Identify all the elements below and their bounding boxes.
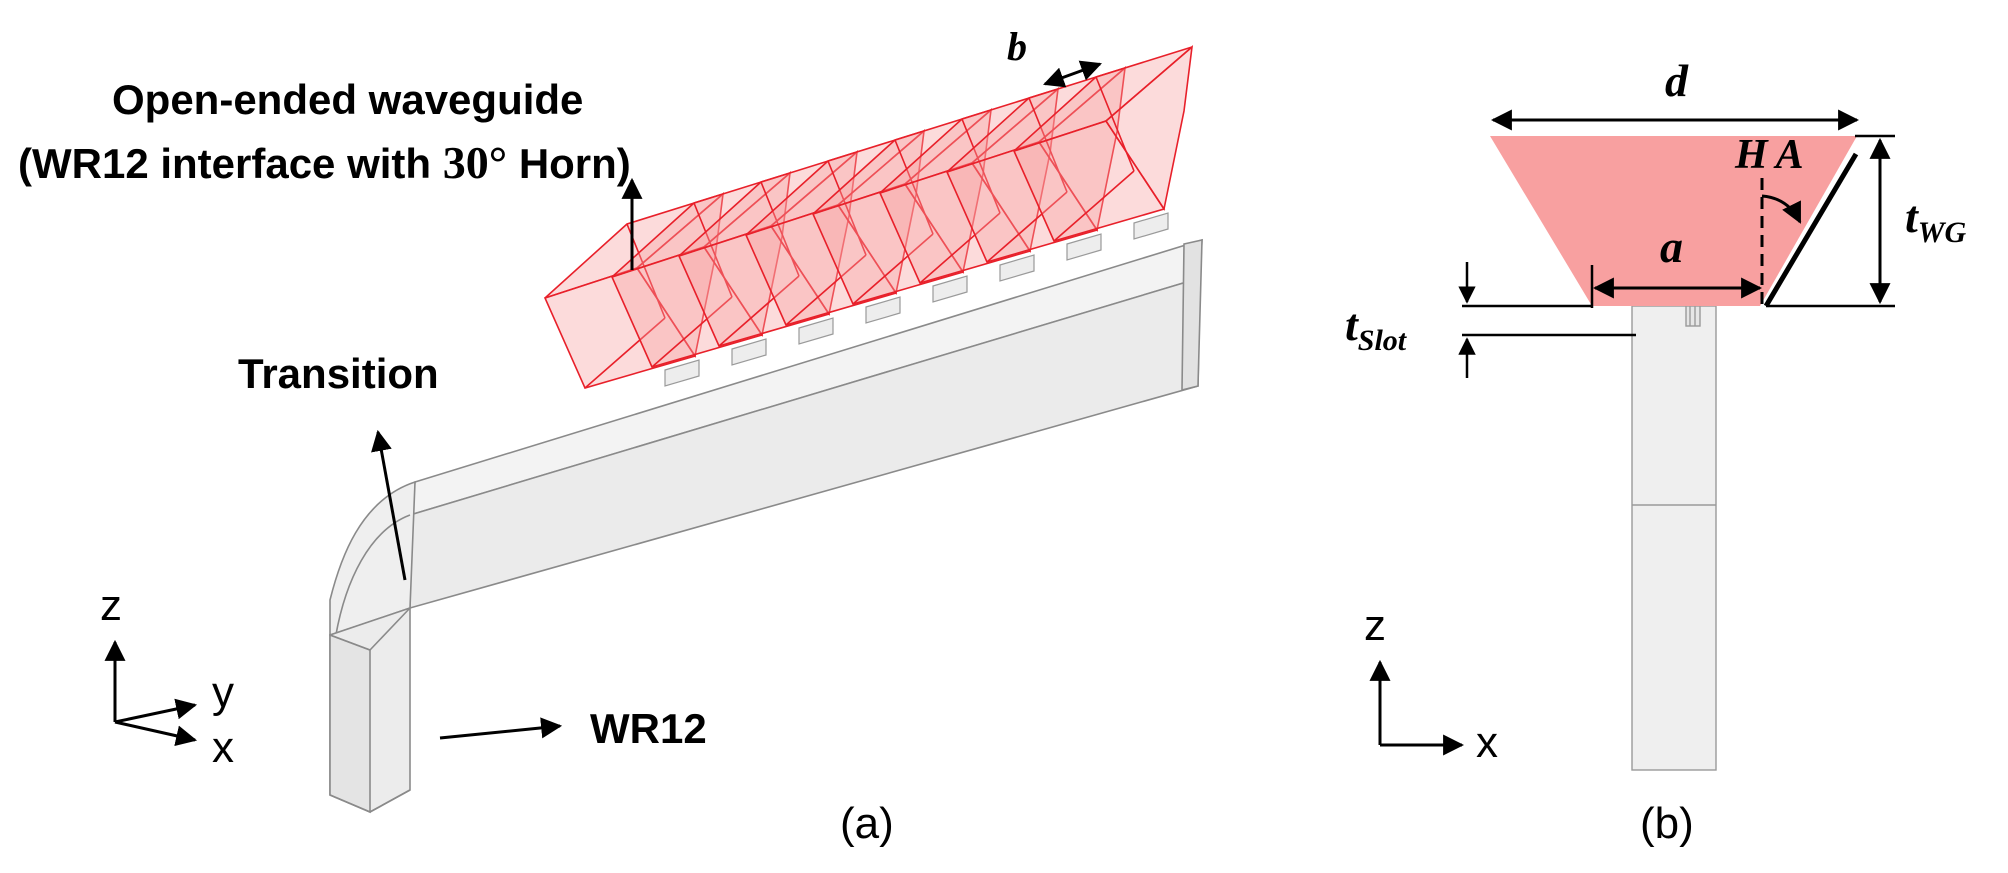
caption-a: (a) (840, 799, 894, 848)
b-label: b (1007, 24, 1027, 69)
twg-t: t (1905, 191, 1919, 242)
horn-angle: 30° (443, 137, 507, 188)
horn-array (543, 45, 1194, 389)
horn-element (1012, 45, 1194, 242)
transition-pointer (371, 429, 407, 581)
slot-outline (865, 296, 901, 324)
axes-a (104, 639, 198, 747)
ha-label: HA (1734, 132, 1812, 178)
horn-cross-section (1490, 136, 1857, 306)
ha-slant-line (1763, 152, 1859, 308)
tslot-t: t (1345, 299, 1359, 350)
slot-outline (731, 338, 767, 366)
horn-element (677, 150, 859, 347)
axis-x-b: x (1476, 718, 1498, 767)
open-waveguide-label: Open-ended waveguide (112, 76, 583, 123)
slot-outline (999, 254, 1035, 282)
slot-outline (1066, 233, 1102, 261)
slot-outline (1133, 212, 1169, 240)
caption-b: (b) (1640, 799, 1694, 848)
axis-x-a: x (212, 723, 234, 772)
wr12-label: WR12 (590, 705, 707, 752)
axis-z-a: z (100, 581, 122, 630)
cross-section-guide (1631, 305, 1717, 771)
waveguide-body (329, 238, 1203, 814)
panel-b: d HA a tWG tSlot z x (b) (1345, 55, 1966, 848)
slot-outline (932, 275, 968, 303)
horn-element (610, 171, 792, 368)
axis-y-a: y (212, 668, 234, 717)
horn-element (744, 129, 926, 326)
panel-a: b Open-ended waveguide (WR12 interface w… (18, 24, 1203, 848)
tslot-label: tSlot (1345, 299, 1408, 357)
horn-element (878, 87, 1060, 284)
interface-text: (WR12 interface with (18, 140, 443, 187)
a-label: a (1660, 221, 1683, 272)
interface-label: (WR12 interface with 30° Horn) (18, 137, 631, 188)
axis-z-b: z (1364, 601, 1386, 650)
slot-outlines (664, 212, 1169, 387)
transition-label: Transition (238, 350, 439, 397)
horn-text: Horn) (507, 140, 631, 187)
horn-element (811, 108, 993, 305)
twg-label: tWG (1905, 191, 1966, 249)
slot-outline (798, 317, 834, 345)
slot-outline (664, 359, 700, 387)
twg-subscript: WG (1918, 216, 1967, 249)
wr12-pointer (439, 717, 563, 740)
horn-element (945, 66, 1127, 263)
horn-element (543, 192, 725, 389)
axes-b (1369, 659, 1465, 756)
ha-angle-arc (1761, 194, 1802, 224)
b-dimension-arrow (1043, 60, 1102, 88)
d-label: d (1665, 55, 1689, 106)
tslot-subscript: Slot (1358, 324, 1408, 357)
